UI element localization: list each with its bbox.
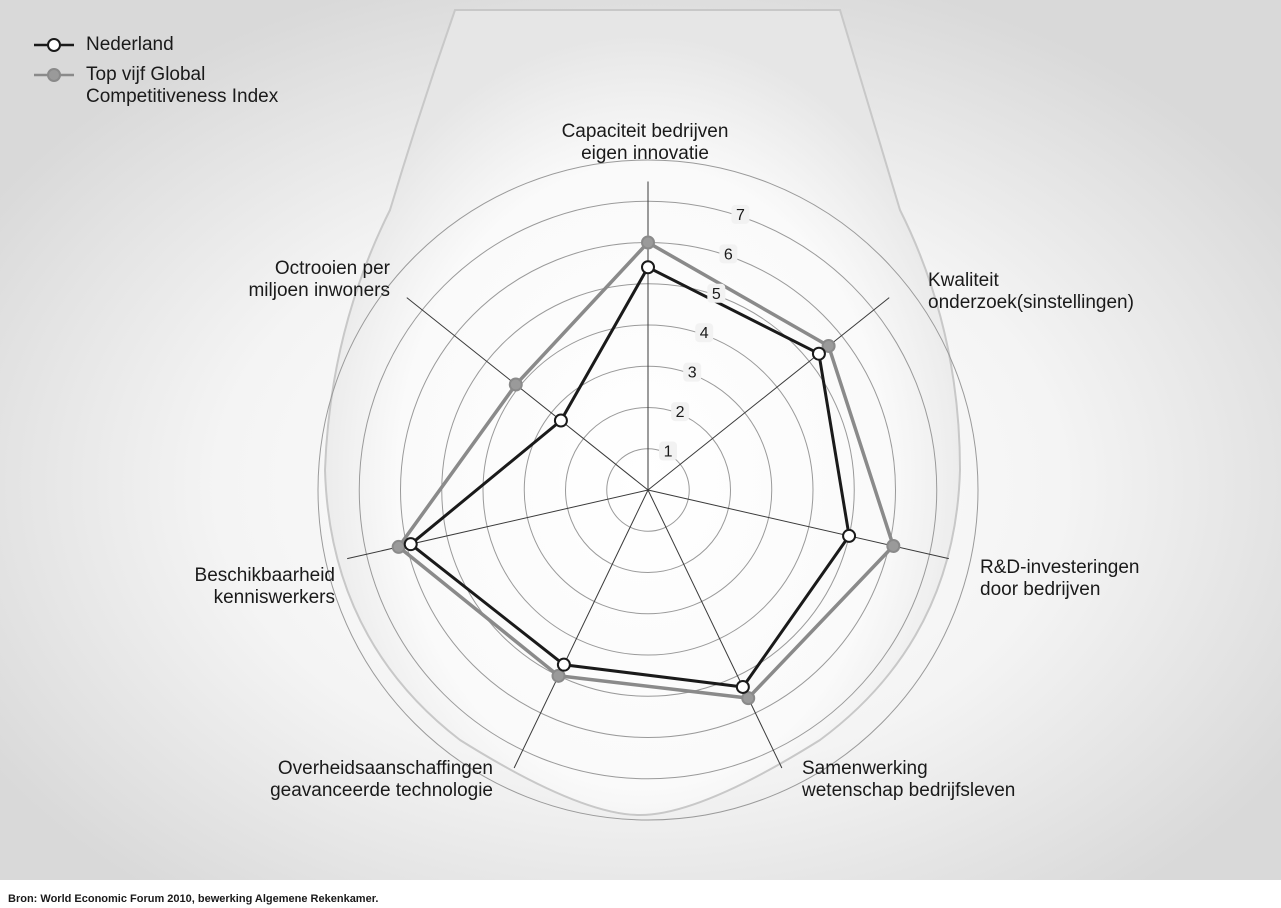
data-point <box>553 413 568 428</box>
series-line <box>409 265 851 689</box>
axis-label-rd: R&D-investeringen door bedrijven <box>980 557 1139 601</box>
data-point <box>551 668 566 683</box>
axis-spoke <box>647 297 890 491</box>
data-point <box>641 260 655 275</box>
legend-label-line: Top vijf Global <box>86 64 206 85</box>
axis-label-kwaliteit: Kwaliteit onderzoek(sinstellingen) <box>928 270 1134 314</box>
tick-label-bg <box>731 204 750 224</box>
legend-label-nederland: Nederland <box>86 34 174 56</box>
tick-label-bg <box>671 402 690 422</box>
axis-label-line: Octrooien per <box>274 258 390 279</box>
tick-label: 6 <box>724 246 733 263</box>
source-note: Bron: World Economic Forum 2010, bewerki… <box>8 893 379 905</box>
tick-label-bg <box>683 362 702 382</box>
axis-label-capaciteit: Capaciteit bedrijven eigen innovatie <box>540 121 750 165</box>
radar-series <box>391 235 901 706</box>
legend: Nederland Top vijf Global Competitivenes… <box>34 34 278 116</box>
axis-spoke <box>513 489 649 769</box>
legend-swatch-nederland <box>34 38 74 52</box>
axis-label-samenwerking: Samenwerking wetenschap bedrijfsleven <box>802 758 1015 802</box>
tick-label: 4 <box>700 325 709 342</box>
tick-label-bg <box>719 244 738 264</box>
data-point <box>811 346 826 361</box>
axis-label-octrooien: Octrooien per miljoen inwoners <box>240 258 390 302</box>
tick-label-bg <box>707 283 726 303</box>
tick-label: 3 <box>688 365 697 382</box>
radar-spokes <box>347 181 949 769</box>
data-point <box>735 679 750 694</box>
axis-label-line: R&D-investeringen <box>980 557 1140 578</box>
grid-ring <box>317 159 979 821</box>
axis-label-line: eigen innovatie <box>581 143 709 164</box>
data-point <box>821 338 836 353</box>
tick-label: 5 <box>712 286 721 303</box>
axis-label-line: Overheidsaanschaffingen <box>277 758 493 779</box>
legend-label-line: Nederland <box>86 34 174 55</box>
tick-label: 7 <box>736 207 745 224</box>
axis-label-line: onderzoek(sinstellingen) <box>928 292 1134 313</box>
series-line <box>396 240 896 700</box>
data-point <box>641 235 655 250</box>
data-point <box>391 539 406 554</box>
legend-item-nederland: Nederland <box>34 34 278 56</box>
axis-label-line: Samenwerking <box>802 758 928 779</box>
data-point <box>508 377 523 392</box>
axis-label-line: geavanceerde technologie <box>270 780 493 801</box>
axis-label-beschikbaarheid: Beschikbaarheid kenniswerkers <box>160 565 335 609</box>
tick-label-bg <box>659 441 678 461</box>
tick-label: 1 <box>664 444 673 461</box>
tick-label: 2 <box>676 404 685 421</box>
axis-label-line: kenniswerkers <box>213 587 335 608</box>
legend-label-top-vijf: Top vijf Global Competitiveness Index <box>86 64 278 108</box>
data-point <box>886 538 901 553</box>
axis-label-line: Capaciteit bedrijven <box>561 121 729 142</box>
axis-label-line: wetenschap bedrijfsleven <box>802 780 1016 801</box>
data-point <box>403 537 418 552</box>
legend-label-line: Competitiveness Index <box>86 86 279 107</box>
legend-item-top-vijf: Top vijf Global Competitiveness Index <box>34 64 278 108</box>
data-point <box>741 691 756 706</box>
axis-label-line: door bedrijven <box>980 579 1101 600</box>
legend-swatch-top-vijf <box>34 68 74 82</box>
data-point <box>842 528 857 543</box>
axis-spoke <box>647 489 783 769</box>
axis-label-line: miljoen inwoners <box>248 280 390 301</box>
axis-label-line: Kwaliteit <box>928 270 999 291</box>
radar-tick-labels: 1 2 3 4 5 6 7 <box>659 204 750 461</box>
axis-label-overheid: Overheidsaanschaffingen geavanceerde tec… <box>228 758 493 802</box>
axis-spoke <box>406 297 649 491</box>
tick-label-bg <box>695 323 714 343</box>
axis-label-line: Beschikbaarheid <box>194 565 335 586</box>
data-point <box>556 657 571 672</box>
